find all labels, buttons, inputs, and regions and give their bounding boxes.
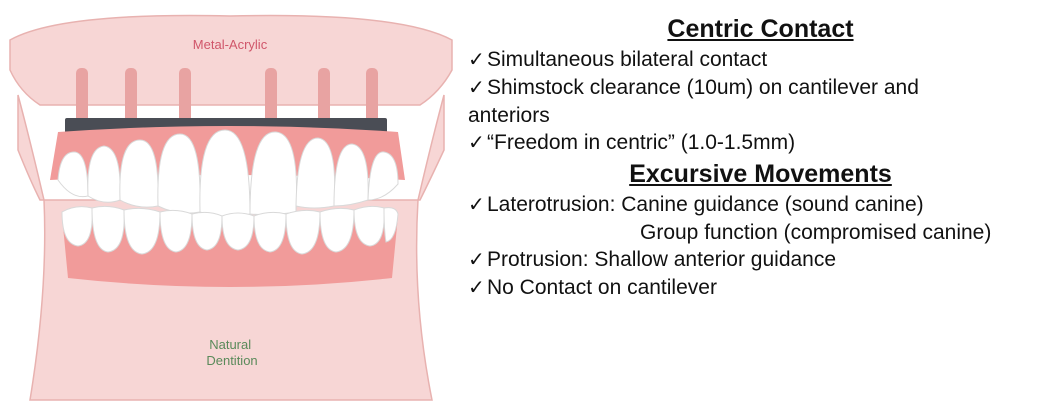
centric-item-1: ✓Simultaneous bilateral contact — [468, 46, 1053, 74]
protrusion-item: ✓Protrusion: Shallow anterior guidance — [468, 246, 1053, 274]
natural-dentition-line2: Dentition — [206, 353, 257, 368]
dental-illustration: Metal-Acrylic Natural Dentition — [0, 0, 460, 403]
centric-item-2: ✓Shimstock clearance (10um) on cantileve… — [468, 74, 1053, 102]
check-icon: ✓ — [468, 247, 487, 274]
check-icon: ✓ — [468, 275, 487, 302]
prosthesis-diagram-svg: Metal-Acrylic Natural Dentition — [0, 0, 460, 403]
check-icon: ✓ — [468, 47, 487, 74]
no-contact-item: ✓No Contact on cantilever — [468, 274, 1053, 302]
laterotrusion-item: ✓Laterotrusion: Canine guidance (sound c… — [468, 191, 1053, 219]
laterotrusion-continuation: Group function (compromised canine) — [468, 219, 1053, 246]
centric-item-2-wrap: anteriors — [468, 102, 1053, 129]
check-icon: ✓ — [468, 130, 487, 157]
occlusion-guidelines-panel: Centric Contact ✓Simultaneous bilateral … — [468, 14, 1053, 302]
centric-item-3-text: “Freedom in centric” (1.0-1.5mm) — [487, 131, 795, 154]
centric-item-2-text: Shimstock clearance (10um) on cantilever… — [487, 76, 919, 99]
check-icon: ✓ — [468, 192, 487, 219]
no-contact-text: No Contact on cantilever — [487, 276, 717, 299]
centric-item-1-text: Simultaneous bilateral contact — [487, 48, 767, 71]
centric-item-3: ✓“Freedom in centric” (1.0-1.5mm) — [468, 129, 1053, 157]
check-icon: ✓ — [468, 75, 487, 102]
metal-acrylic-label: Metal-Acrylic — [193, 37, 268, 52]
laterotrusion-text: Laterotrusion: Canine guidance (sound ca… — [487, 193, 924, 216]
natural-dentition-label: Natural Dentition — [206, 337, 257, 368]
excursive-movements-heading: Excursive Movements — [468, 159, 1053, 189]
protrusion-text: Protrusion: Shallow anterior guidance — [487, 248, 836, 271]
centric-contact-heading: Centric Contact — [468, 14, 1053, 44]
natural-dentition-line1: Natural — [209, 337, 251, 352]
